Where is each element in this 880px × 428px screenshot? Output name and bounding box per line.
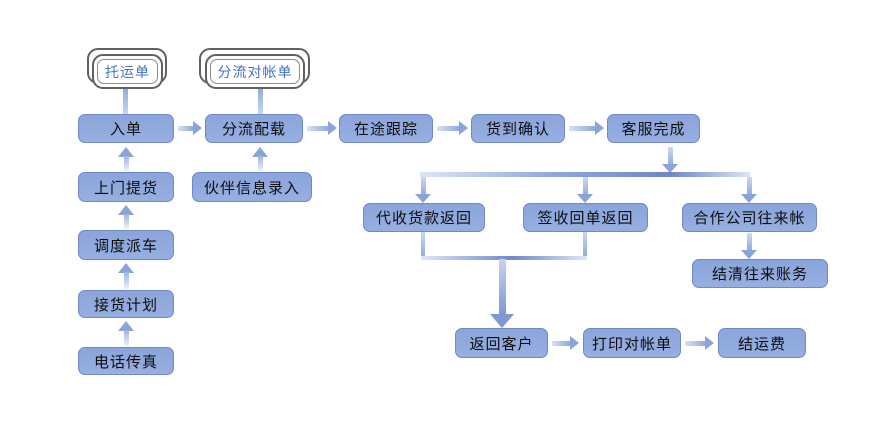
arrow-branch-to-partner-accounts xyxy=(741,177,757,203)
arrow-shaft xyxy=(552,340,571,346)
arrow-shaft xyxy=(746,177,752,195)
doc-consignment-note: 托运单 xyxy=(92,54,163,89)
arrow-shaft xyxy=(123,214,129,229)
arrow-door-pickup-to-order-entry xyxy=(118,147,134,171)
node-order-entry: 入单 xyxy=(78,114,174,143)
arrow-shaft xyxy=(257,156,263,171)
node-return-to-customer: 返回客户 xyxy=(455,328,548,358)
arrow-right-icon xyxy=(193,121,202,135)
arrow-up-icon xyxy=(252,147,268,157)
arrow-up-icon xyxy=(118,263,134,273)
arrow-dispatch-to-door-pickup xyxy=(118,205,134,229)
arrow-order-entry-to-split-loading xyxy=(178,121,202,135)
arrow-shaft xyxy=(569,125,596,131)
arrow-phone-fax-to-plan xyxy=(118,321,134,346)
arrow-arrival-to-service xyxy=(569,121,604,135)
arrow-down-icon xyxy=(490,314,514,328)
arrow-shaft xyxy=(123,330,129,346)
arrow-up-icon xyxy=(118,205,134,215)
node-partner-info-entry: 伙伴信息录入 xyxy=(192,172,312,202)
arrow-right-icon xyxy=(570,336,579,350)
node-cod-payment-return: 代收货款返回 xyxy=(363,203,485,232)
node-customer-service-complete: 客服完成 xyxy=(607,114,700,143)
merge-line xyxy=(421,256,587,260)
arrow-shaft xyxy=(178,125,194,131)
doc-consignment-note-label: 托运单 xyxy=(97,59,158,84)
node-receiving-plan: 接货计划 xyxy=(78,290,174,318)
arrow-branch-to-cod-return xyxy=(415,177,431,203)
node-phone-fax: 电话传真 xyxy=(78,347,174,375)
arrow-right-icon xyxy=(459,121,468,135)
arrow-partner-info-to-split-loading xyxy=(252,147,268,171)
arrow-shaft xyxy=(307,125,329,131)
arrow-print-to-settle-freight xyxy=(685,336,714,350)
arrow-shaft xyxy=(746,233,752,251)
arrow-right-icon xyxy=(328,121,337,135)
arrow-shaft xyxy=(667,147,673,165)
arrow-merge-to-return-customer xyxy=(490,259,515,328)
arrow-down-icon xyxy=(741,250,757,259)
node-arrival-confirmation: 货到确认 xyxy=(471,114,565,143)
connector-cod-return-down xyxy=(421,232,425,258)
node-settle-accounts: 结清往来账务 xyxy=(692,259,828,288)
arrow-down-icon xyxy=(415,194,431,203)
arrow-down-icon xyxy=(577,194,593,203)
node-signed-receipt-return: 签收回单返回 xyxy=(523,203,648,232)
arrow-right-icon xyxy=(705,336,714,350)
arrow-split-loading-to-tracking xyxy=(307,121,337,135)
arrow-shaft xyxy=(582,177,588,195)
node-door-pickup: 上门提货 xyxy=(78,172,174,202)
arrow-up-icon xyxy=(118,147,134,157)
arrow-service-to-branch-line xyxy=(662,147,678,173)
node-split-loading: 分流配载 xyxy=(205,114,303,143)
branch-distribution-line xyxy=(420,172,750,177)
arrow-shaft xyxy=(123,272,129,289)
node-print-statement: 打印对帐单 xyxy=(583,328,681,358)
connector-consignment-note-to-order-entry xyxy=(123,89,128,114)
node-dispatch-vehicle: 调度派车 xyxy=(78,230,174,260)
doc-split-statement: 分流对帐单 xyxy=(205,54,305,89)
arrow-right-icon xyxy=(595,121,604,135)
connector-receipt-return-down xyxy=(583,232,587,258)
arrow-branch-to-receipt-return xyxy=(577,177,593,203)
arrow-down-icon xyxy=(741,194,757,203)
arrow-tracking-to-arrival xyxy=(437,121,468,135)
arrow-partner-accounts-to-settle xyxy=(741,233,757,259)
node-partner-company-accounts: 合作公司往来帐 xyxy=(682,203,817,232)
arrow-shaft xyxy=(437,125,460,131)
arrow-plan-to-dispatch xyxy=(118,263,134,289)
arrow-up-icon xyxy=(118,321,134,331)
doc-split-statement-label: 分流对帐单 xyxy=(210,59,300,84)
connector-split-statement-to-split-loading xyxy=(258,89,263,114)
arrow-shaft xyxy=(685,340,706,346)
arrow-shaft xyxy=(499,259,506,315)
arrow-shaft xyxy=(420,177,426,195)
arrow-shaft xyxy=(123,156,129,171)
node-in-transit-tracking: 在途跟踪 xyxy=(339,114,433,143)
arrow-return-customer-to-print xyxy=(552,336,579,350)
arrow-down-icon xyxy=(662,164,678,173)
node-settle-freight: 结运费 xyxy=(718,328,806,358)
